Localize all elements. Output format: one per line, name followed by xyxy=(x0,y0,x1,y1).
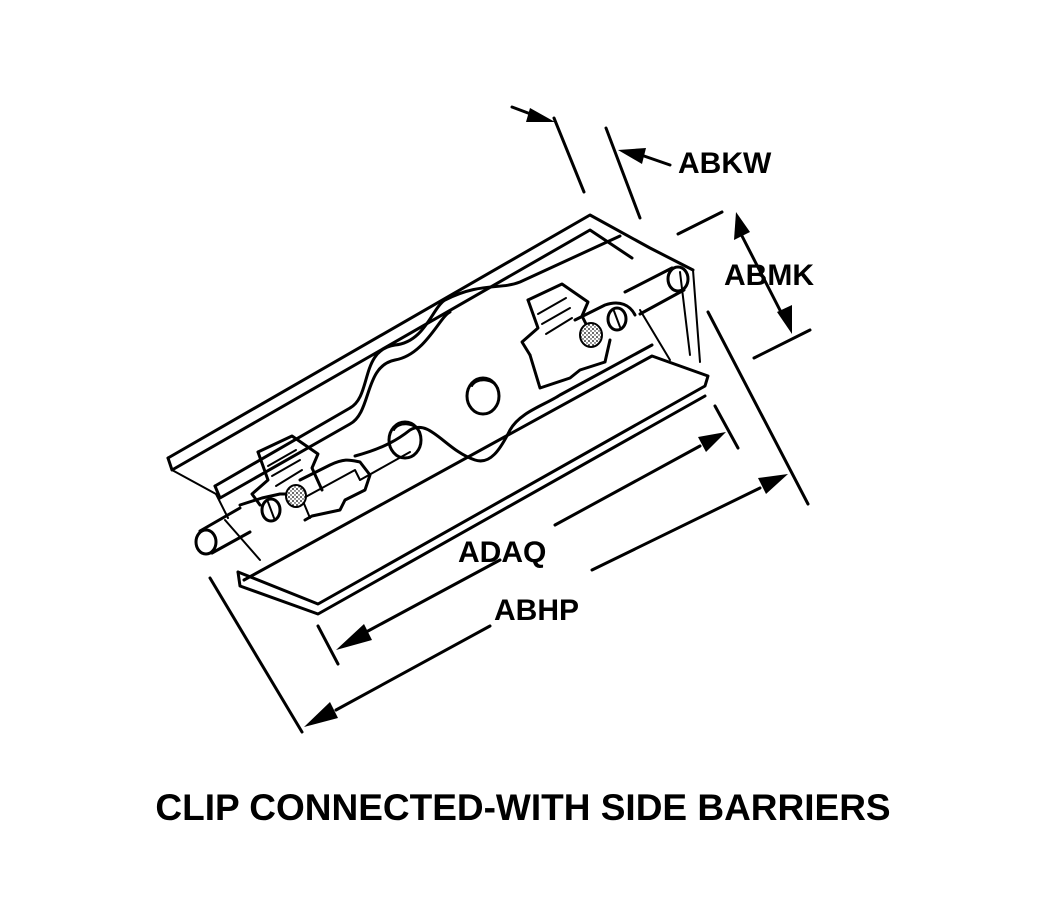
dimension-abmk xyxy=(676,210,812,360)
label-abkw: ABKW xyxy=(678,147,772,180)
label-adaq: ADAQ xyxy=(458,536,546,569)
label-abmk: ABMK xyxy=(724,259,814,292)
dimension-abhp xyxy=(208,310,810,734)
dimension-abkw xyxy=(510,105,672,220)
dimension-adaq xyxy=(316,404,740,666)
left-terminal xyxy=(194,434,372,556)
diagram-caption: CLIP CONNECTED-WITH SIDE BARRIERS xyxy=(155,787,890,828)
right-terminal xyxy=(520,265,690,390)
clip-body xyxy=(166,213,710,616)
label-abhp: ABHP xyxy=(494,594,579,627)
